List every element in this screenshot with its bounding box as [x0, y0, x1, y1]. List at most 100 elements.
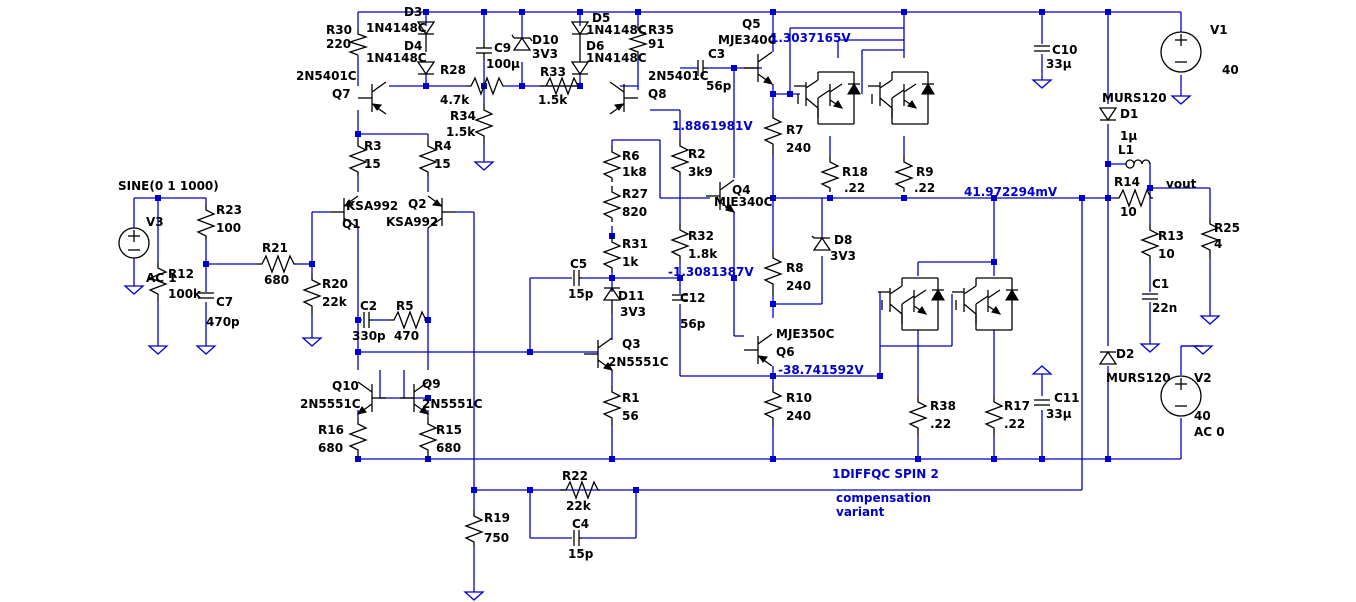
- transistor-q5: [743, 51, 773, 85]
- label-r5: R5: [396, 299, 414, 313]
- resistors: [148, 26, 1220, 546]
- label-r38: R38: [930, 399, 956, 413]
- value-r18: .22: [844, 181, 865, 195]
- v2-ac: AC 0: [1194, 425, 1225, 439]
- value-q9: 2N5551C: [422, 397, 483, 411]
- transistor-q10: [357, 381, 387, 415]
- igbt-lower-1: [877, 277, 945, 331]
- label-r8: R8: [786, 261, 804, 275]
- label-d10: D10: [532, 33, 559, 47]
- diode-d10: [511, 34, 533, 51]
- value-d3: 1N4148C: [366, 21, 427, 35]
- label-r10: R10: [786, 391, 812, 405]
- label-q3: Q3: [622, 337, 641, 351]
- value-r23: 100: [216, 221, 241, 235]
- value-r9: .22: [914, 181, 935, 195]
- resistor-r38: [908, 396, 928, 436]
- source-v2: [1160, 375, 1202, 417]
- label-r23: R23: [216, 203, 242, 217]
- label-d6: D6: [586, 39, 604, 53]
- value-r20: 22k: [322, 295, 348, 309]
- value-d10: 3V3: [532, 47, 558, 61]
- capacitor-c9: [476, 40, 492, 60]
- diode-d3: [416, 21, 436, 52]
- value-q6: MJE350C: [776, 327, 835, 341]
- value-r19: 750: [484, 531, 509, 545]
- capacitor-c1: [1142, 293, 1158, 300]
- label-q5: Q5: [742, 17, 761, 31]
- value-c5: 15p: [568, 287, 594, 301]
- value-r17: .22: [1004, 417, 1025, 431]
- label-q7: Q7: [332, 87, 351, 101]
- value-c9: 100µ: [486, 57, 520, 71]
- diode-d8: [811, 235, 832, 251]
- value-r21: 680: [264, 273, 289, 287]
- value-c2: 330p: [352, 329, 386, 343]
- diodes: [416, 21, 1118, 365]
- resistor-r3: [348, 140, 368, 176]
- label-d4: D4: [404, 39, 422, 53]
- value-c12: 56p: [680, 317, 706, 331]
- value-q10: 2N5551C: [300, 397, 361, 411]
- ground-symbols: [124, 73, 1220, 601]
- label-r18: R18: [842, 165, 868, 179]
- resistor-r1: [602, 386, 622, 426]
- capacitor-c12: [672, 294, 688, 301]
- value-d8: 3V3: [830, 249, 856, 263]
- value-r6: 1k8: [622, 165, 647, 179]
- resistor-r14: [1115, 188, 1153, 208]
- label-c7: C7: [216, 295, 233, 309]
- label-r27: R27: [622, 187, 648, 201]
- label-v3: V3: [146, 215, 164, 229]
- resistor-r30: [347, 30, 369, 56]
- value-r38: .22: [930, 417, 951, 431]
- sources: [118, 31, 1202, 417]
- value-r12: 100k: [168, 287, 202, 301]
- igbt-lower-2: [951, 277, 1019, 331]
- value-r27: 820: [622, 205, 647, 219]
- label-d5: D5: [592, 11, 610, 25]
- label-q6: Q6: [776, 345, 795, 359]
- label-r1: R1: [622, 391, 640, 405]
- value-r8: 240: [786, 279, 811, 293]
- voltage-output: 41.972294mV: [964, 185, 1058, 199]
- diode-d2: [1098, 350, 1118, 365]
- value-q5: MJE340C: [718, 33, 777, 47]
- label-r3: R3: [364, 139, 382, 153]
- label-r2: R2: [688, 147, 706, 161]
- v3-ac: AC 1: [146, 271, 177, 285]
- value-c10: 33µ: [1046, 57, 1072, 71]
- label-r4: R4: [434, 139, 452, 153]
- inductor-l1: [1125, 159, 1151, 169]
- value-l1: 1µ: [1120, 129, 1137, 143]
- resistor-r27: [602, 186, 622, 222]
- value-r4: 15: [434, 157, 451, 171]
- label-r25: R25: [1214, 221, 1240, 235]
- value-c4: 15p: [568, 547, 594, 561]
- label-r22: R22: [562, 469, 588, 483]
- value-v3: SINE(0 1 1000): [118, 179, 219, 193]
- resistor-r8: [763, 250, 783, 296]
- label-r15: R15: [436, 423, 462, 437]
- value-c7: 470p: [206, 315, 240, 329]
- resistor-r10: [763, 386, 783, 426]
- value-d5: 1N4148C: [586, 23, 647, 37]
- resistor-r17: [984, 396, 1004, 436]
- resistor-r16: [348, 418, 368, 458]
- label-c9: C9: [494, 41, 511, 55]
- wires: [133, 11, 1211, 586]
- value-q7: 2N5401C: [296, 69, 357, 83]
- value-r13: 10: [1158, 247, 1175, 261]
- label-r17: R17: [1004, 399, 1030, 413]
- label-d2: D2: [1116, 347, 1134, 361]
- resistor-r28: [465, 76, 504, 96]
- label-v1: V1: [1210, 23, 1228, 37]
- label-v2: V2: [1194, 371, 1212, 385]
- value-r35: 91: [648, 37, 665, 51]
- note-spin: 1DIFFQC SPIN 2: [832, 467, 939, 481]
- label-r12: R12: [168, 267, 194, 281]
- resistor-r32: [670, 224, 690, 260]
- value-r31: 1k: [622, 255, 639, 269]
- label-d8: D8: [834, 233, 852, 247]
- label-r31: R31: [622, 237, 648, 251]
